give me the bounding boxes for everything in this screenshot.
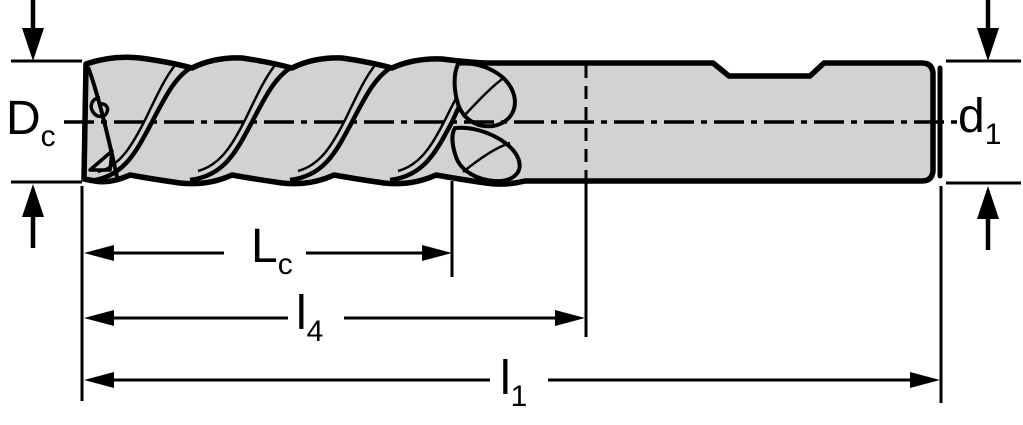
lc-label-sub: c (277, 248, 293, 281)
dimension-d1 (946, 0, 1021, 250)
dimension-dc (11, 0, 82, 248)
l4-arrowhead-right (555, 310, 585, 326)
runout-petal-lower-land-line (462, 141, 511, 173)
lc-arrowhead-left (84, 245, 114, 261)
runout-petal-upper-land-line (462, 75, 506, 118)
flute-runout-petals (450, 61, 522, 184)
flute-land-line (197, 63, 277, 173)
flute-land-line (97, 63, 177, 174)
l4-label-main: l (296, 287, 307, 340)
l4-label-sub: 4 (306, 315, 324, 348)
dc-arrow-down-head (22, 28, 44, 61)
dc-arrow-up-head (22, 184, 44, 217)
dc-label-sub: c (40, 120, 56, 153)
end-mill-body (64, 54, 958, 187)
l1-arrowhead-left (84, 372, 114, 388)
dc-label: Dc (6, 92, 56, 152)
dimension-l4 (84, 183, 588, 337)
l1-label: l1 (500, 352, 527, 412)
end-tooth-detail-triangle (88, 149, 114, 172)
lc-label: Lc (251, 220, 293, 280)
d1-label-main: d (958, 90, 985, 143)
d1-arrow-up-head (977, 186, 999, 219)
l1-arrowhead-right (910, 372, 940, 388)
dimension-lc (84, 181, 454, 277)
lc-label-main: L (251, 220, 278, 273)
dc-label-main: D (6, 92, 41, 145)
lc-arrowhead-right (422, 245, 452, 261)
l4-label: l4 (296, 287, 323, 347)
dimension-l1 (84, 186, 943, 403)
d1-label-sub: 1 (984, 118, 1002, 151)
d1-label: d1 (958, 90, 1001, 150)
end-tooth-detail-hook (89, 96, 110, 119)
d1-arrow-down-head (977, 28, 999, 61)
l4-arrowhead-left (84, 310, 114, 326)
l1-label-sub: 1 (510, 380, 528, 413)
flute-land-line (297, 63, 377, 173)
l1-label-main: l (500, 352, 511, 405)
